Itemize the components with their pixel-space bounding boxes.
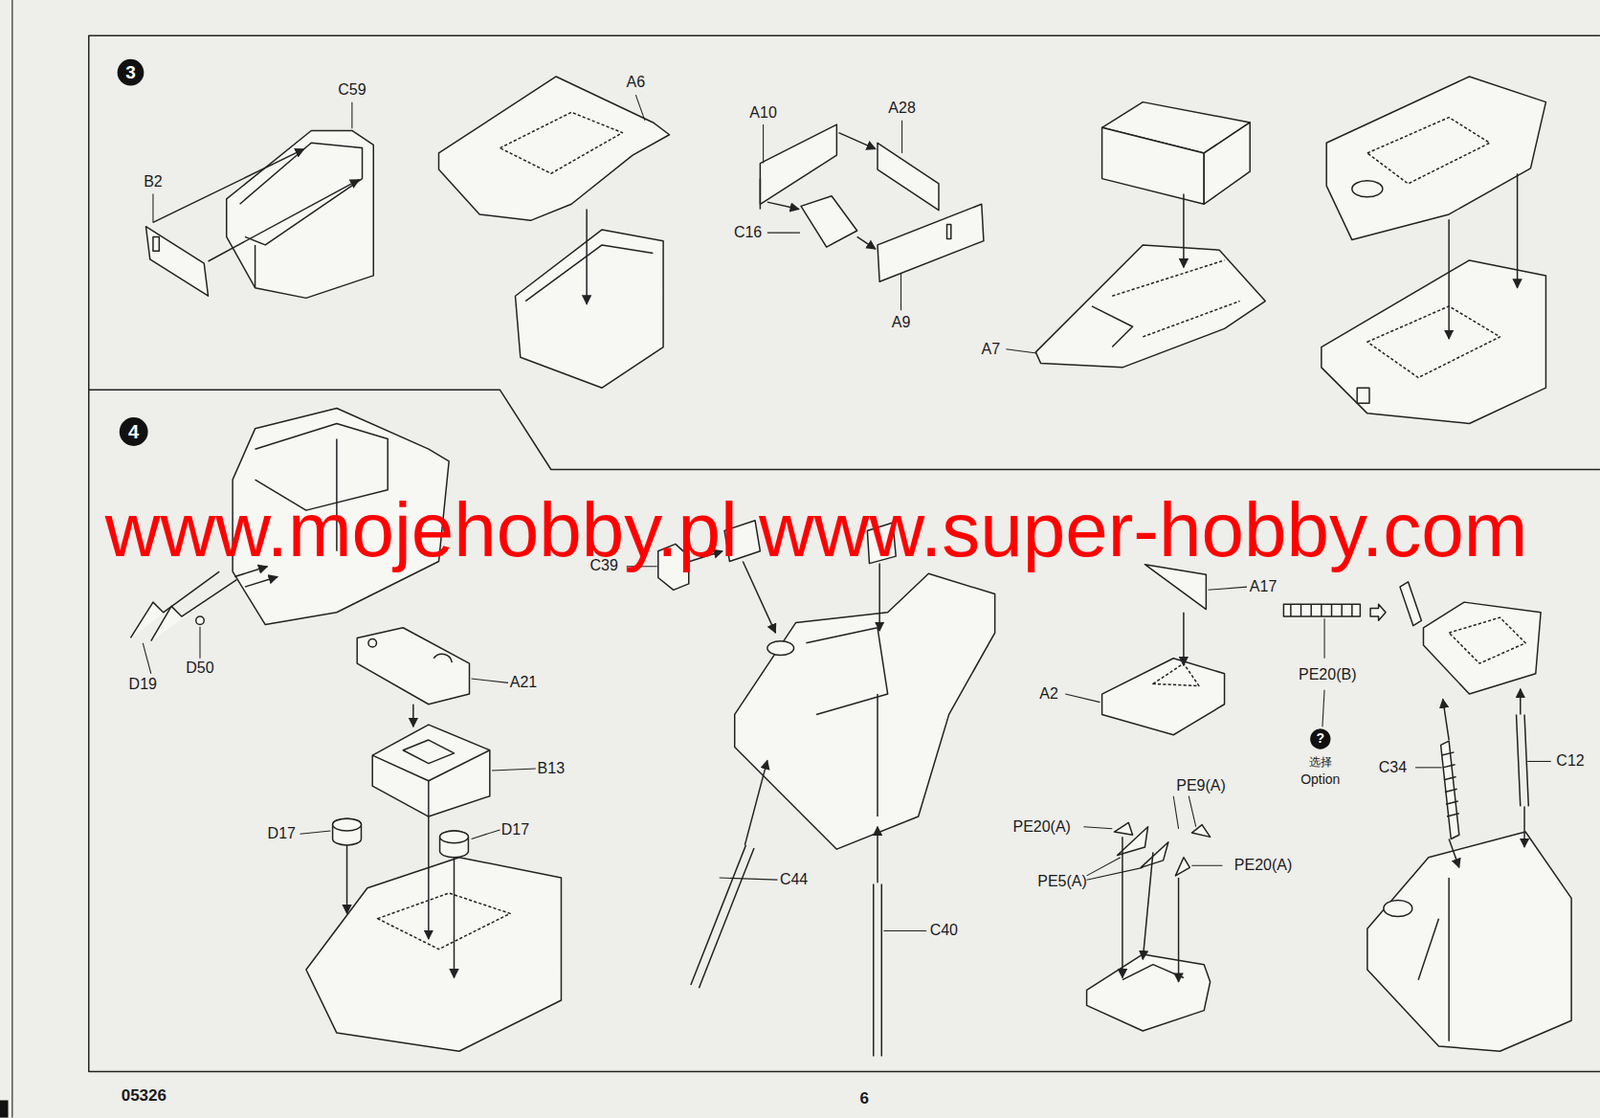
step3-parts <box>145 76 1546 424</box>
option-badge <box>1310 728 1331 749</box>
part-number: C16 <box>733 223 762 242</box>
part-number: A2 <box>1039 685 1059 703</box>
part-number: C39 <box>590 556 619 575</box>
option-note: Option <box>1300 772 1340 787</box>
part-number: PE9(A) <box>1176 777 1226 795</box>
page-number: 6 <box>859 1089 868 1109</box>
page-edge <box>11 0 13 1118</box>
part-number: C34 <box>1378 758 1407 777</box>
part-number: B2 <box>143 173 163 191</box>
part-number: A6 <box>626 74 646 92</box>
part-number: C40 <box>930 922 958 940</box>
step3-arrows <box>153 133 1518 339</box>
part-number: PE20(B) <box>1298 666 1356 684</box>
step-badge <box>119 417 149 446</box>
kit-number: 05326 <box>121 1087 167 1106</box>
part-number: A9 <box>891 313 912 332</box>
part-number: D17 <box>267 824 296 843</box>
part-number: A28 <box>888 99 915 117</box>
part-number: PE20(A) <box>1234 856 1292 874</box>
part-number: D50 <box>185 660 214 678</box>
leader-lines <box>142 566 1551 932</box>
step-number: 4 <box>128 421 139 443</box>
watermark: www.mojehobby.pl www.super-hobby.com <box>105 488 1529 573</box>
part-number: C12 <box>1555 753 1584 771</box>
part-number: B13 <box>537 759 565 778</box>
leader-lines <box>153 94 1037 354</box>
step-badge <box>117 59 145 87</box>
part-number: D19 <box>129 676 157 694</box>
part-number: A21 <box>510 674 537 692</box>
part-number: A10 <box>749 105 777 123</box>
step-number: 3 <box>125 62 136 83</box>
part-number: A7 <box>981 340 1001 358</box>
part-number: PE5(A) <box>1037 872 1088 890</box>
part-number: A17 <box>1249 577 1277 596</box>
step4-arrows <box>234 551 1525 982</box>
part-number: C44 <box>779 870 808 889</box>
part-number: C59 <box>337 81 366 99</box>
page-mark <box>0 1099 9 1117</box>
part-number: D17 <box>501 821 530 839</box>
panel-frame <box>88 35 1600 1071</box>
option-mark: ? <box>1316 731 1326 746</box>
option-note: 选择 <box>1309 755 1333 769</box>
part-number: PE20(A) <box>1012 818 1070 836</box>
